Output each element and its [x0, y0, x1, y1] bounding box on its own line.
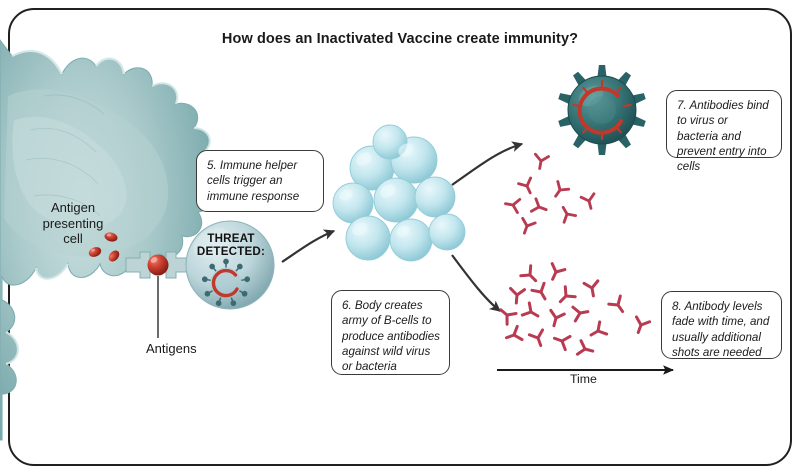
callout-step-8: 8. Antibody levels fade with time, and u… — [661, 291, 782, 359]
threat-line-2: DETECTED: — [196, 244, 266, 258]
apc-label-line-1: Antigen — [50, 200, 96, 215]
time-axis-label: Time — [570, 372, 597, 386]
page-title: How does an Inactivated Vaccine create i… — [221, 31, 579, 47]
callout-step-6: 6. Body creates army of B-cells to produ… — [331, 290, 450, 375]
callout-step-5: 5. Immune helper cells trigger an immune… — [196, 150, 324, 212]
antigens-label: Antigens — [146, 341, 197, 356]
callout-step-7: 7. Antibodies bind to virus or bacteria … — [666, 90, 782, 173]
antigen-presenting-cell-label: Antigen presenting cell — [14, 200, 132, 247]
apc-label-line-2: presenting — [42, 215, 104, 231]
apc-label-line-3: cell — [63, 231, 83, 247]
threat-line-1: THREAT — [207, 232, 255, 245]
threat-detected-label: THREAT DETECTED: — [186, 232, 276, 258]
